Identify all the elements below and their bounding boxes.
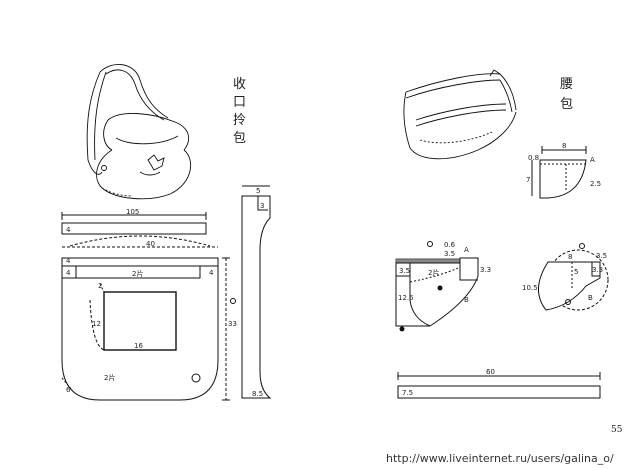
left-title-char-3: 拎 xyxy=(233,113,247,128)
mark-p2-b: B xyxy=(464,296,469,304)
dim-p2-left: 3.5 xyxy=(399,267,410,275)
dim-p1-radius: 2.5 xyxy=(590,180,601,188)
waist-piece-2 xyxy=(395,241,479,332)
dim-body-height: 33 xyxy=(228,320,237,328)
dim-p3-small: 3.3 xyxy=(592,266,603,274)
dim-main-left-4a: 4 xyxy=(66,257,71,265)
waist-piece-3 xyxy=(538,243,609,311)
left-title-char-2: 口 xyxy=(233,95,247,110)
drawstring-bag-illustration xyxy=(86,64,192,200)
dim-main-width: 40 xyxy=(146,240,155,248)
dim-p2-top-a: 0.6 xyxy=(444,241,456,249)
waist-piece-1 xyxy=(531,146,587,199)
mark-p3-b: B xyxy=(588,294,593,302)
dim-main-right-4: 4 xyxy=(209,269,214,277)
bag-strip-piece xyxy=(61,212,207,235)
dim-p1-left: 0.8 xyxy=(528,154,539,162)
label-body-pieces: 2片 xyxy=(104,373,115,382)
dim-p1-width: 8 xyxy=(562,142,566,150)
page-number: 55 xyxy=(611,425,623,435)
mark-p1-a: A xyxy=(590,156,595,164)
bag-body-piece xyxy=(61,235,230,401)
left-title-char-4: 包 xyxy=(233,131,247,146)
waist-strap-piece xyxy=(397,372,601,399)
label-flap-pieces: 2片 xyxy=(132,269,143,278)
dim-p3-right: 3.5 xyxy=(596,252,607,260)
dim-corner-a: 2 xyxy=(98,282,102,290)
dim-strap-length: 60 xyxy=(486,368,495,376)
dim-pocket-side: 12 xyxy=(92,320,101,328)
dim-p2-right: 3.3 xyxy=(480,266,491,274)
dim-p1-height: 7 xyxy=(526,176,530,184)
dim-pocket-bottom: 16 xyxy=(134,342,143,350)
dim-p3-inner: 5 xyxy=(574,268,578,276)
right-title-char-2: 包 xyxy=(560,97,574,112)
dim-p2-top-b: 3.5 xyxy=(444,250,455,258)
dim-corner-b: 6 xyxy=(66,386,71,394)
watermark: http://www.liveinternet.ru/users/galina_… xyxy=(386,452,614,465)
dim-strap-width: 7.5 xyxy=(402,389,413,397)
dim-side-top: 5 xyxy=(256,187,260,195)
dim-main-left-4b: 4 xyxy=(66,269,71,277)
dim-p3-top: 8 xyxy=(568,253,572,261)
mark-p2-a: A xyxy=(464,246,469,254)
waist-bag-illustration xyxy=(403,69,517,160)
dim-side-bottom: 8.5 xyxy=(252,390,263,398)
right-title-char-1: 腰 xyxy=(560,77,574,92)
bag-side-piece xyxy=(230,185,272,399)
dim-side-notch: 3 xyxy=(260,202,264,210)
left-title-char-1: 收 xyxy=(233,77,247,92)
dim-p3-left: 10.5 xyxy=(522,284,538,292)
dim-p2-inner: 12.5 xyxy=(398,294,414,302)
dim-strip-width: 4 xyxy=(66,226,71,234)
label-p2-pieces: 2片 xyxy=(428,268,439,277)
dim-strip-length: 105 xyxy=(126,208,139,216)
